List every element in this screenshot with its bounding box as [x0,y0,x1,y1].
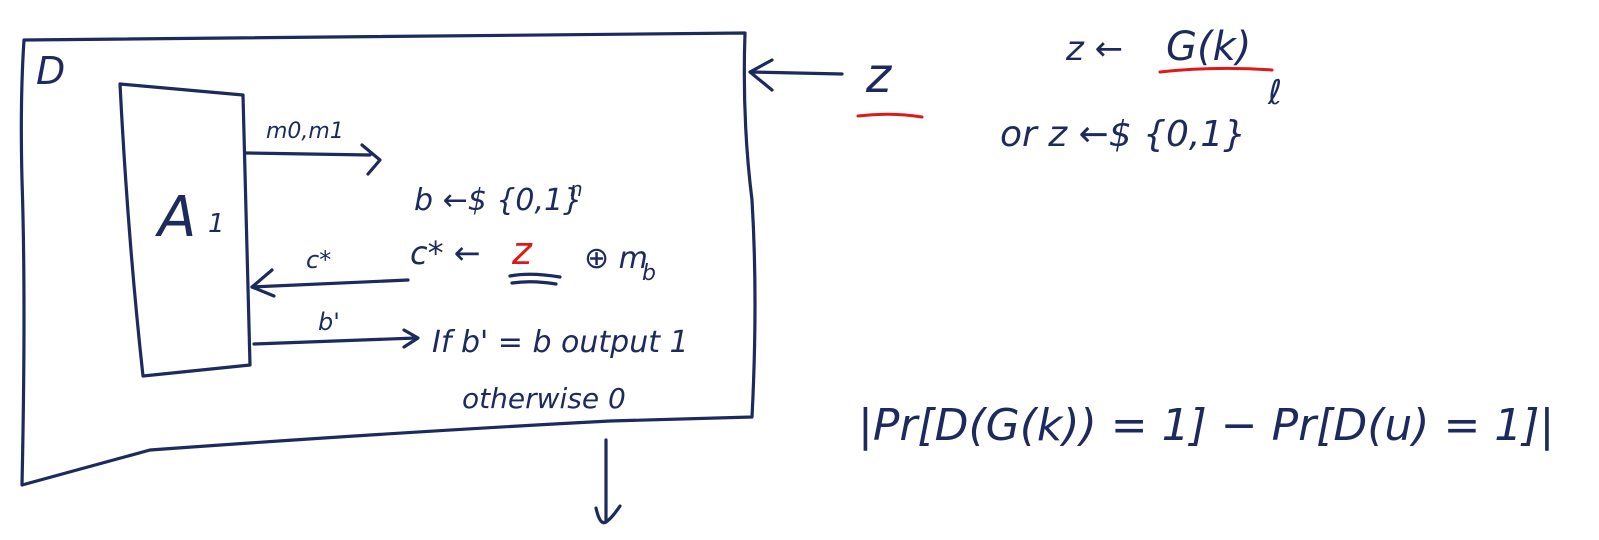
z-random-exponent: ℓ [1267,73,1282,113]
z-random-option: or z ←$ {0,1} [1000,114,1246,155]
g-red-underline [1158,66,1274,74]
z-prg-option-g: G(k) [1166,24,1251,70]
challenge-label: c* [306,246,331,274]
input-arrow [748,70,844,76]
adversary-box [118,82,252,378]
messages-label: m0,m1 [266,119,344,144]
z-prg-option-prefix: z ← [1065,29,1123,69]
advantage-formula: |Pr[D(G(k)) = 1] − Pr[D(u) = 1]| [858,400,1554,451]
output-step-line1: If b' = b output 1 [432,325,689,360]
input-arrowhead [748,58,774,92]
cipher-step-z: z [511,229,533,273]
input-z-label: z [865,48,893,104]
distinguisher-label: D [36,49,65,93]
cipher-z-underline [508,272,562,286]
sample-bit-step: b ←$ {0,1} [414,183,582,218]
messages-arrowhead [360,143,382,176]
input-z-underline [856,112,924,119]
adversary-subscript: 1 [208,209,225,239]
cipher-step-suffix: ⊕ m [584,241,648,276]
output-arrowhead [594,504,622,525]
cipher-step-prefix: c* ← [410,234,481,272]
guess-label: b' [318,308,340,336]
adversary-label: A [155,185,196,250]
guess-arrow [252,336,418,346]
distinguisher-box [19,31,757,487]
messages-arrow [244,151,372,157]
output-step-line2: otherwise 0 [462,382,626,415]
challenge-arrowhead [250,268,276,298]
guess-arrowhead [402,328,420,349]
sample-bit-exponent: n [570,177,583,201]
cipher-step-subscript: b [642,261,656,286]
challenge-arrow [250,278,410,289]
